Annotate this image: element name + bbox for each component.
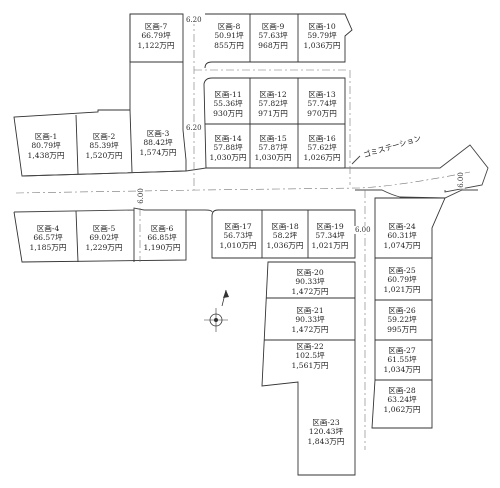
block-8-16 (204, 13, 353, 69)
road-width-north: 6.20 (185, 16, 203, 24)
parcel-line-2-3 (129, 109, 133, 173)
parcel-line-7 (129, 14, 183, 63)
east-road-south-edge (355, 189, 478, 199)
north-arrow-icon (204, 289, 229, 332)
main-road-south-edge (13, 207, 213, 213)
block-4-6 (13, 210, 187, 263)
road-width-south: 6.00 (354, 226, 372, 234)
road-width-west: 6.00 (136, 187, 145, 205)
east-road-north-edge (345, 144, 489, 193)
main-road-north-edge (21, 167, 207, 177)
parcel-line-4-5 (75, 210, 79, 263)
garbage-station-leader (351, 155, 361, 165)
block-17-19 (211, 209, 356, 259)
road-centerline-upper-loop (194, 69, 351, 185)
block-11-16 (203, 77, 346, 169)
road-width-east: 6.00 (456, 171, 465, 189)
road-width-center: 6.20 (185, 124, 203, 132)
parcel-line-1-2 (75, 114, 79, 175)
block-20-23 (261, 261, 356, 476)
road-centerline-main (15, 171, 471, 194)
